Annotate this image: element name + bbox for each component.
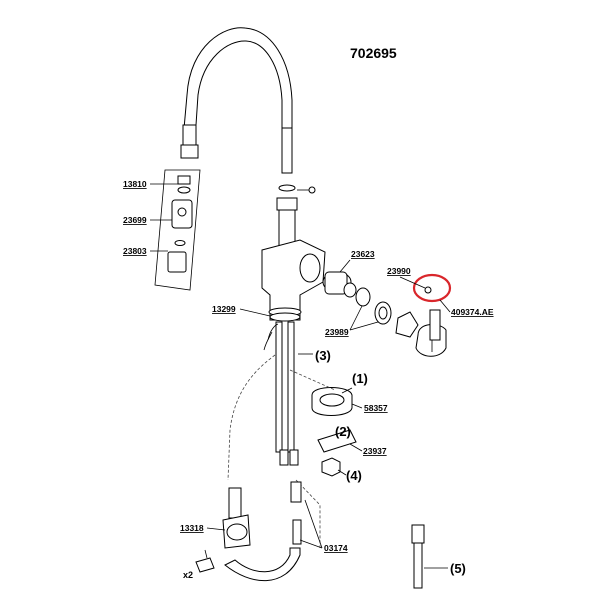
mounting-nut [321,457,341,477]
part-label-23623: 23623 [351,249,375,259]
connector-route [295,479,321,548]
part-label-23699: 23699 [123,215,147,225]
highlight-circle [412,273,452,303]
hose-weight [222,487,301,582]
hose-clips [195,549,215,573]
part-label-409374: 409374.AE [451,307,494,317]
part-label-13318: 13318 [180,523,204,533]
model-number: 702695 [350,45,397,61]
horseshoe-washer [317,429,357,453]
ref-3: (3) [315,348,331,363]
o-ring [269,312,301,322]
gooseneck-spout [182,27,293,174]
part-label-13299: 13299 [212,304,236,314]
cartridge [322,271,357,298]
spray-head-nut [180,144,199,159]
part-label-23990: 23990 [387,266,411,276]
ref-5: (5) [450,561,466,576]
supply-hoses [263,321,299,466]
ref-1: (1) [352,371,368,386]
ref-4: (4) [346,468,362,483]
quick-connectors [290,481,302,545]
lever-handle [415,309,447,357]
ref-2: (2) [335,424,351,439]
installation-tool [411,524,425,589]
part-label-23937: 23937 [363,446,387,456]
set-screw [424,286,432,294]
part-label-58357: 58357 [364,403,388,413]
mounting-plate [289,369,353,416]
part-label-23989: 23989 [325,327,349,337]
pullout-hose-route [227,354,276,481]
part-label-03174: 03174 [324,543,348,553]
seal-rings [355,287,419,338]
faucet-body [261,184,326,321]
part-label-23803: 23803 [123,246,147,256]
clip-quantity: x2 [183,570,193,580]
part-label-13810: 13810 [123,179,147,189]
spray-head-assembly [154,169,201,291]
